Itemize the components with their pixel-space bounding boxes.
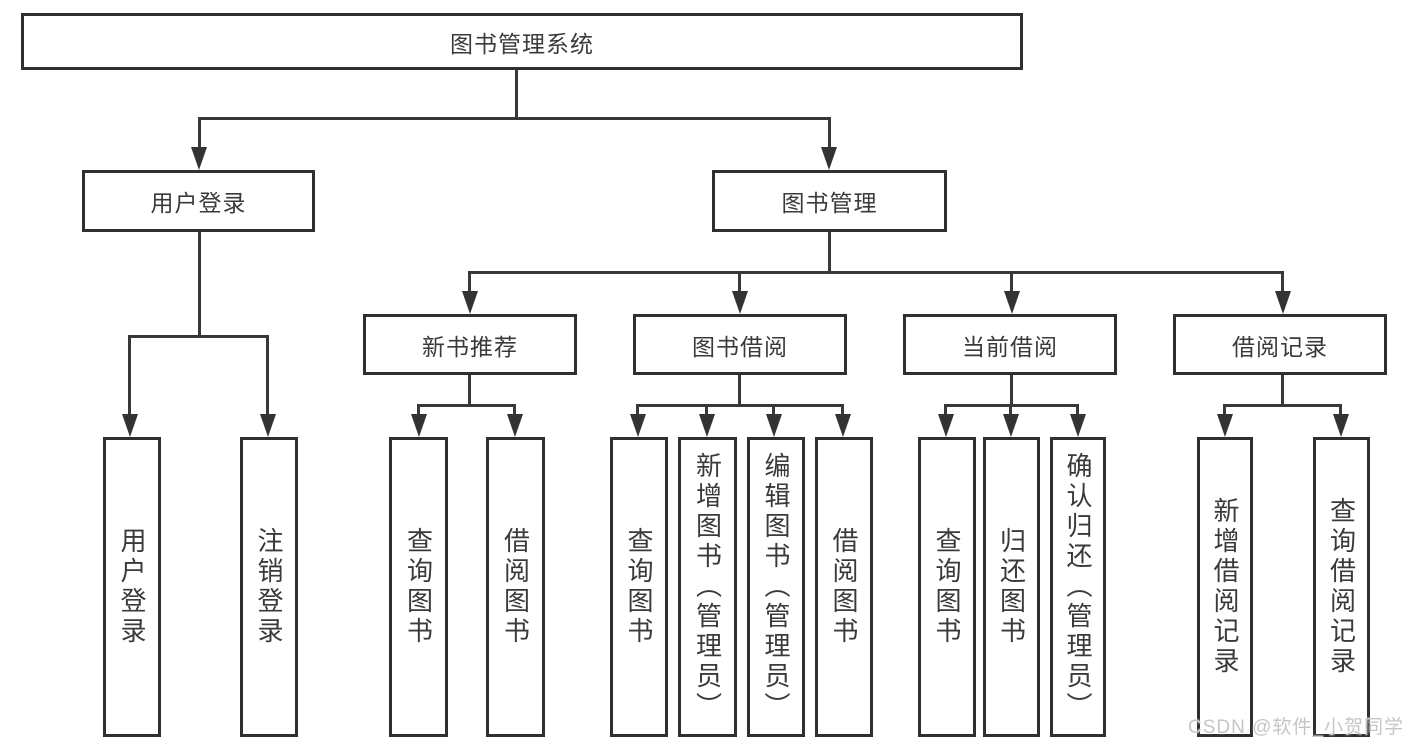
arrowhead-down-icon bbox=[1333, 414, 1349, 437]
arrowhead-down-icon bbox=[462, 291, 478, 314]
connector-stem bbox=[1281, 375, 1284, 404]
connector-stem bbox=[738, 375, 741, 404]
node-label: 借阅记录 bbox=[1232, 333, 1328, 360]
arrowhead-down-icon bbox=[821, 147, 837, 170]
node-current-borrow: 当前借阅 bbox=[903, 314, 1117, 375]
connector-drop bbox=[944, 404, 947, 414]
arrowhead-down-icon bbox=[411, 414, 427, 437]
arrowhead-down-icon bbox=[835, 414, 851, 437]
node-label: 注销登录 bbox=[254, 527, 284, 647]
node-nb-borrow-books: 借阅图书 bbox=[486, 437, 545, 737]
node-label: 当前借阅 bbox=[962, 333, 1058, 360]
arrowhead-down-icon bbox=[507, 414, 523, 437]
node-label: 图书管理系统 bbox=[450, 30, 594, 57]
node-bw-borrow-books: 借阅图书 bbox=[815, 437, 873, 737]
node-bw-query-books: 查询图书 bbox=[610, 437, 668, 737]
connector-drop bbox=[128, 335, 131, 414]
arrowhead-down-icon bbox=[191, 147, 207, 170]
csdn-watermark: CSDN @软件_小贺同学 bbox=[1188, 717, 1404, 738]
node-cur-return-books: 归还图书 bbox=[983, 437, 1040, 737]
arrowhead-down-icon bbox=[938, 414, 954, 437]
node-label: 查询图书 bbox=[624, 527, 654, 647]
node-label: 新增图书（管理员） bbox=[692, 452, 723, 722]
arrowhead-down-icon bbox=[1070, 414, 1086, 437]
node-label: 用户登录 bbox=[150, 190, 247, 216]
arrowhead-down-icon bbox=[122, 414, 138, 437]
connector-drop bbox=[417, 404, 420, 414]
arrowhead-down-icon bbox=[630, 414, 646, 437]
connector-drop bbox=[828, 117, 831, 147]
node-label: 借阅图书 bbox=[500, 527, 531, 647]
connector-mgmt-stem bbox=[828, 232, 831, 271]
node-user-login: 用户登录 bbox=[103, 437, 161, 737]
node-label: 新增借阅记录 bbox=[1210, 497, 1240, 677]
connector-level2-branch bbox=[198, 117, 831, 120]
node-label: 新书推荐 bbox=[422, 333, 518, 360]
connector-branch bbox=[417, 404, 516, 407]
connector-drop bbox=[1076, 404, 1079, 414]
connector-drop bbox=[1339, 404, 1342, 414]
node-label: 查询图书 bbox=[932, 527, 962, 647]
connector-drop bbox=[266, 335, 269, 414]
node-label: 借阅图书 bbox=[829, 527, 859, 647]
node-label: 图书借阅 bbox=[692, 333, 788, 360]
node-label: 用户登录 bbox=[117, 527, 147, 647]
node-label: 图书管理 bbox=[781, 190, 878, 216]
connector-drop bbox=[513, 404, 516, 414]
node-bw-edit-books-admin: 编辑图书（管理员） bbox=[747, 437, 805, 737]
connector-branch bbox=[1223, 404, 1342, 407]
connector-drop bbox=[468, 271, 471, 291]
node-label: 查询借阅记录 bbox=[1326, 497, 1357, 677]
arrowhead-down-icon bbox=[1003, 414, 1019, 437]
connector-user-branch bbox=[128, 335, 269, 338]
connector-stem bbox=[468, 375, 471, 404]
node-nb-query-books: 查询图书 bbox=[389, 437, 448, 737]
arrowhead-down-icon bbox=[1217, 414, 1233, 437]
connector-drop bbox=[738, 271, 741, 291]
connector-drop bbox=[1010, 271, 1013, 291]
arrowhead-down-icon bbox=[766, 414, 782, 437]
connector-drop bbox=[198, 117, 201, 147]
connector-drop bbox=[1281, 271, 1284, 291]
arrowhead-down-icon bbox=[260, 414, 276, 437]
connector-user-stem bbox=[198, 232, 201, 335]
connector-drop bbox=[841, 404, 844, 414]
connector-drop bbox=[1009, 404, 1012, 414]
node-new-book-recommend: 新书推荐 bbox=[363, 314, 577, 375]
node-cur-confirm-return-admin: 确认归还（管理员） bbox=[1050, 437, 1106, 737]
connector-branch bbox=[636, 404, 844, 407]
node-user-login-module: 用户登录 bbox=[82, 170, 315, 232]
node-label: 归还图书 bbox=[996, 527, 1027, 647]
node-library-system: 图书管理系统 bbox=[21, 13, 1023, 70]
arrowhead-down-icon bbox=[699, 414, 715, 437]
connector-drop bbox=[772, 404, 775, 414]
node-borrow-records: 借阅记录 bbox=[1173, 314, 1387, 375]
node-label: 查询图书 bbox=[403, 527, 434, 647]
node-label: 确认归还（管理员） bbox=[1063, 452, 1093, 722]
arrowhead-down-icon bbox=[732, 291, 748, 314]
connector-drop bbox=[636, 404, 639, 414]
node-book-management-module: 图书管理 bbox=[712, 170, 947, 232]
node-rec-query-record: 查询借阅记录 bbox=[1313, 437, 1370, 737]
node-book-borrow: 图书借阅 bbox=[633, 314, 847, 375]
node-rec-add-record: 新增借阅记录 bbox=[1197, 437, 1253, 737]
node-label: 编辑图书（管理员） bbox=[761, 452, 791, 722]
connector-stem bbox=[1010, 375, 1013, 404]
arrowhead-down-icon bbox=[1004, 291, 1020, 314]
connector-level3-branch bbox=[468, 271, 1284, 274]
connector-root-stem bbox=[515, 70, 518, 117]
arrowhead-down-icon bbox=[1275, 291, 1291, 314]
node-cur-query-books: 查询图书 bbox=[918, 437, 976, 737]
node-logout: 注销登录 bbox=[240, 437, 298, 737]
node-bw-add-books-admin: 新增图书（管理员） bbox=[678, 437, 737, 737]
connector-drop bbox=[1223, 404, 1226, 414]
connector-drop bbox=[705, 404, 708, 414]
